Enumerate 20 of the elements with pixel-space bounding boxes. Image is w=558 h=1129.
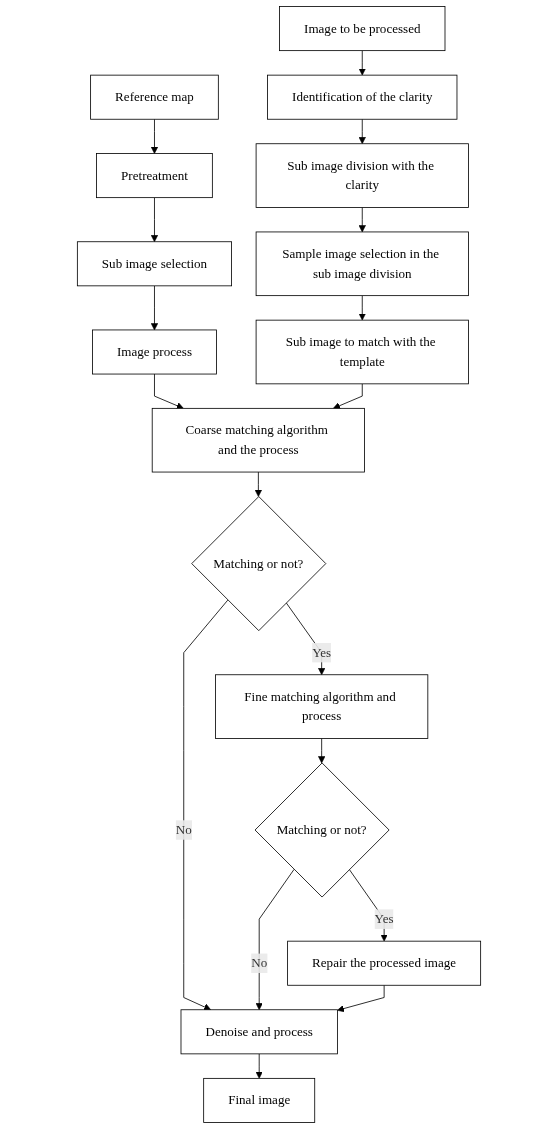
edge-label: No <box>251 955 268 970</box>
node-box: Pretreatment <box>96 153 213 199</box>
node-diamond: Matching or not? <box>254 762 390 898</box>
node-box: Image process <box>92 329 217 375</box>
node-box: Sub image division with the clarity <box>255 143 469 208</box>
edge-label: Yes <box>312 645 332 660</box>
node-box: Final image <box>203 1077 316 1123</box>
node-box: Reference map <box>90 74 219 120</box>
node-box: Sample image selection in the sub image division <box>255 231 469 297</box>
node-box: Repair the processed image <box>287 940 482 986</box>
node-box: Image to be processed <box>279 6 446 52</box>
node-box: Identification of the clarity <box>267 74 458 120</box>
node-diamond: Matching or not? <box>191 496 327 632</box>
node-box: Denoise and process <box>180 1009 338 1055</box>
edge-label: No <box>175 822 192 837</box>
node-box: Sub image to match with the template <box>255 319 469 385</box>
edge-label: Yes <box>374 911 394 926</box>
node-box: Fine matching algorithm and process <box>215 674 429 739</box>
node-box: Coarse matching algorithm and the process <box>151 407 365 473</box>
node-box: Sub image selection <box>76 241 232 287</box>
